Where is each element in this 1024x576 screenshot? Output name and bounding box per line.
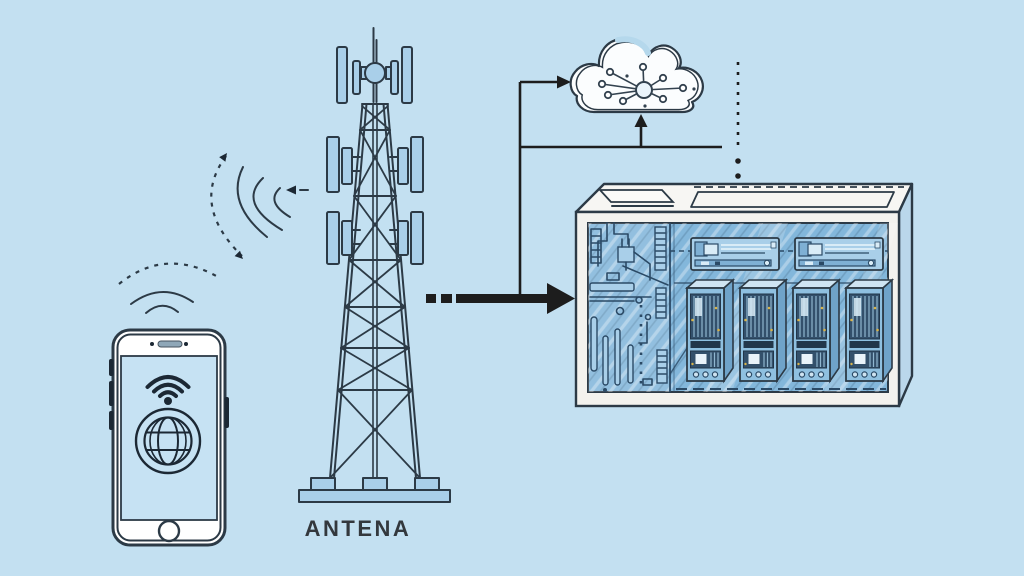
arrowhead-to-cloud xyxy=(557,75,571,89)
rack-unit-right xyxy=(794,237,884,271)
circuit-board-icon xyxy=(589,222,669,392)
server-unit xyxy=(574,182,914,408)
wifi-icon xyxy=(145,375,191,405)
top-panel-outer-right xyxy=(401,46,413,104)
top-panel-inner-left xyxy=(352,60,361,95)
side-panels-upper xyxy=(326,136,424,193)
arrowhead-down xyxy=(234,250,243,259)
left-arrowhead xyxy=(286,185,296,195)
dotted-vertical-line xyxy=(735,62,741,179)
tower-signal-waves xyxy=(236,166,309,238)
hub xyxy=(364,62,386,84)
arrowhead-up xyxy=(219,153,227,162)
bidirectional-dashed-arrow xyxy=(210,153,243,259)
top-recessed-panel xyxy=(690,191,895,208)
phone-side-button xyxy=(109,359,114,376)
cloud-shading xyxy=(615,36,651,56)
phone-camera-dot xyxy=(184,342,188,346)
antenna-tower xyxy=(298,27,451,503)
phone-side-button xyxy=(109,411,114,430)
top-lid xyxy=(597,189,676,203)
cloud-network xyxy=(569,36,704,114)
connection-lines xyxy=(426,62,741,314)
top-panel-outer-left xyxy=(336,46,348,104)
globe-icon xyxy=(134,407,202,475)
arrowhead-to-server xyxy=(547,283,575,314)
thick-dashed-arrow xyxy=(426,283,575,314)
dashed-wave-arc xyxy=(118,262,219,285)
phone-speaker xyxy=(157,340,183,348)
phone-camera-dot xyxy=(150,342,154,346)
tower-base xyxy=(298,477,451,503)
side-panels-lower xyxy=(326,211,424,265)
cloud-icon xyxy=(569,37,704,114)
smartphone xyxy=(109,328,229,547)
network-nodes-icon xyxy=(597,62,696,108)
phone-signal-waves xyxy=(118,262,219,314)
top-panel-inner-right xyxy=(390,60,399,95)
phone-side-button xyxy=(109,381,114,406)
rack-unit-left xyxy=(690,237,780,271)
phone-home-button xyxy=(157,519,181,543)
antenna-label: ANTENA xyxy=(305,516,412,541)
arrowhead-up-to-cloud xyxy=(634,114,648,127)
server-interior xyxy=(587,222,898,393)
lattice xyxy=(329,103,421,479)
server-side-face xyxy=(897,182,914,408)
phone-power-button xyxy=(224,397,229,428)
